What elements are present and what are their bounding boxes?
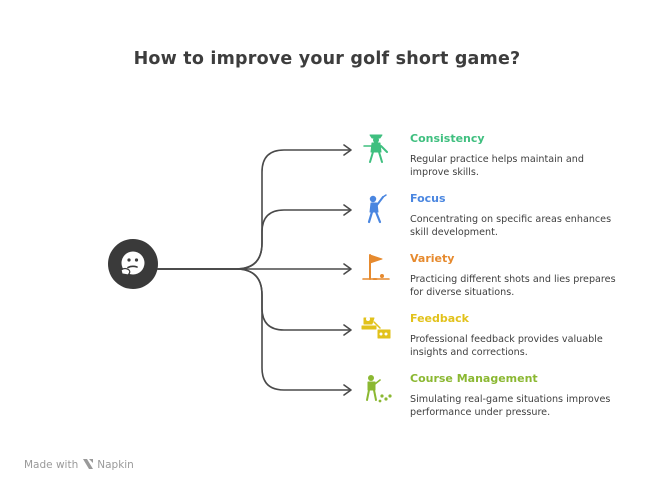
branch-variety: Variety Practicing different shots and l…: [0, 252, 654, 320]
napkin-logo-icon: [82, 458, 94, 473]
footer-brand: Napkin: [97, 459, 134, 471]
connector-course-management: [157, 268, 351, 391]
golfer-on-course-icon: [366, 375, 392, 403]
branch-description: Practicing different shots and lies prep…: [410, 274, 616, 298]
branch-label: Feedback: [410, 312, 469, 325]
branch-description: Professional feedback provides valuable …: [410, 334, 603, 358]
arrowhead-feedback: [343, 324, 352, 336]
footer-credit[interactable]: Made with Napkin: [24, 458, 134, 473]
branch-focus: Focus Concentrating on specific areas en…: [0, 192, 654, 260]
golf-flag-hole-icon: [362, 254, 390, 280]
coaching-feedback-icon: [361, 317, 391, 339]
arrowhead-variety: [343, 263, 352, 275]
branch-description: Simulating real-game situations improves…: [410, 394, 611, 418]
arrowhead-focus: [343, 204, 352, 216]
branch-consistency: Consistency Regular practice helps maint…: [0, 132, 654, 200]
connector-focus: [157, 209, 351, 270]
branch-label: Course Management: [410, 372, 538, 385]
branch-label: Consistency: [410, 132, 485, 145]
thinking-face-icon: [120, 251, 145, 276]
central-hub: [108, 239, 158, 289]
golfer-putting-icon: [363, 134, 388, 163]
arrowhead-consistency: [343, 144, 352, 156]
arrowhead-course-management: [343, 384, 352, 396]
branch-description: Concentrating on specific areas enhances…: [410, 214, 612, 238]
branch-label: Variety: [410, 252, 455, 265]
branch-course-management: Course Management Simulating real-game s…: [0, 372, 654, 440]
branch-feedback: Feedback Professional feedback provides …: [0, 312, 654, 380]
branch-description: Regular practice helps maintain and impr…: [410, 154, 584, 178]
footer-prefix: Made with: [24, 459, 79, 471]
branch-label: Focus: [410, 192, 446, 205]
page-title: How to improve your golf short game?: [133, 49, 521, 69]
golfer-swinging-icon: [367, 194, 387, 224]
